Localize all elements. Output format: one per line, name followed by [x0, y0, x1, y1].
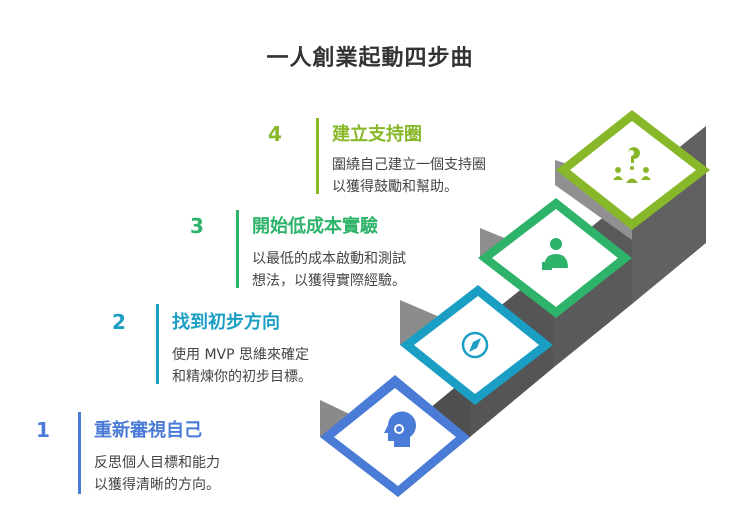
step-number: 2: [112, 310, 126, 334]
step-heading: 開始低成本實驗: [252, 216, 378, 237]
step-divider: [316, 118, 319, 194]
step-description: 使用 MVP 思維來確定 和精煉你的初步目標。: [172, 347, 312, 385]
compass-icon: [461, 331, 489, 359]
page-title: 一人創業起動四步曲: [266, 46, 474, 71]
step-number: 4: [268, 122, 282, 146]
step-description: 圍繞自己建立一個支持圈 以獲得鼓勵和幫助。: [332, 157, 486, 195]
head-search-icon: [384, 411, 416, 447]
step-heading: 找到初步方向: [172, 312, 280, 333]
scientist-icon: [542, 238, 568, 270]
support-group-icon: [613, 147, 651, 183]
step-divider: [78, 412, 81, 494]
step-divider: [156, 304, 159, 384]
step-heading: 重新審視自己: [94, 420, 202, 441]
step-divider: [236, 210, 239, 288]
step-heading: 建立支持圈: [332, 124, 422, 145]
step-number: 1: [36, 418, 50, 442]
step-description: 反思個人目標和能力 以獲得清晰的方向。: [94, 455, 220, 493]
step-description: 以最低的成本啟動和測試 想法，以獲得實際經驗。: [252, 251, 406, 289]
step-number: 3: [190, 214, 204, 238]
